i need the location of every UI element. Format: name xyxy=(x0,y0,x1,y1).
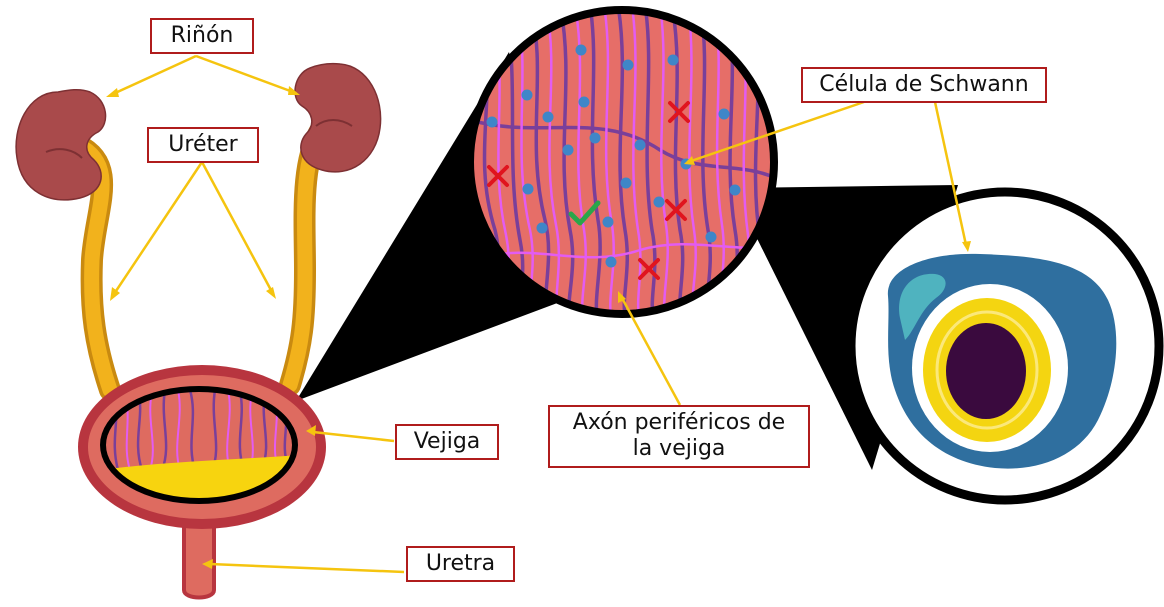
label-axon-line-2: la vejiga xyxy=(559,436,799,462)
label-axon-line-1: Axón periféricos de xyxy=(559,410,799,436)
schwann-cell-cross-section xyxy=(851,192,1159,500)
label-celula-schwann: Célula de Schwann xyxy=(801,67,1047,103)
label-axon-perifericos: Axón periféricos de la vejiga xyxy=(548,405,810,468)
label-uretra: Uretra xyxy=(406,546,515,582)
right-kidney xyxy=(295,64,381,172)
label-rinon: Riñón xyxy=(150,18,254,54)
label-vejiga: Vejiga xyxy=(395,424,499,460)
label-ureter: Uréter xyxy=(147,127,259,163)
